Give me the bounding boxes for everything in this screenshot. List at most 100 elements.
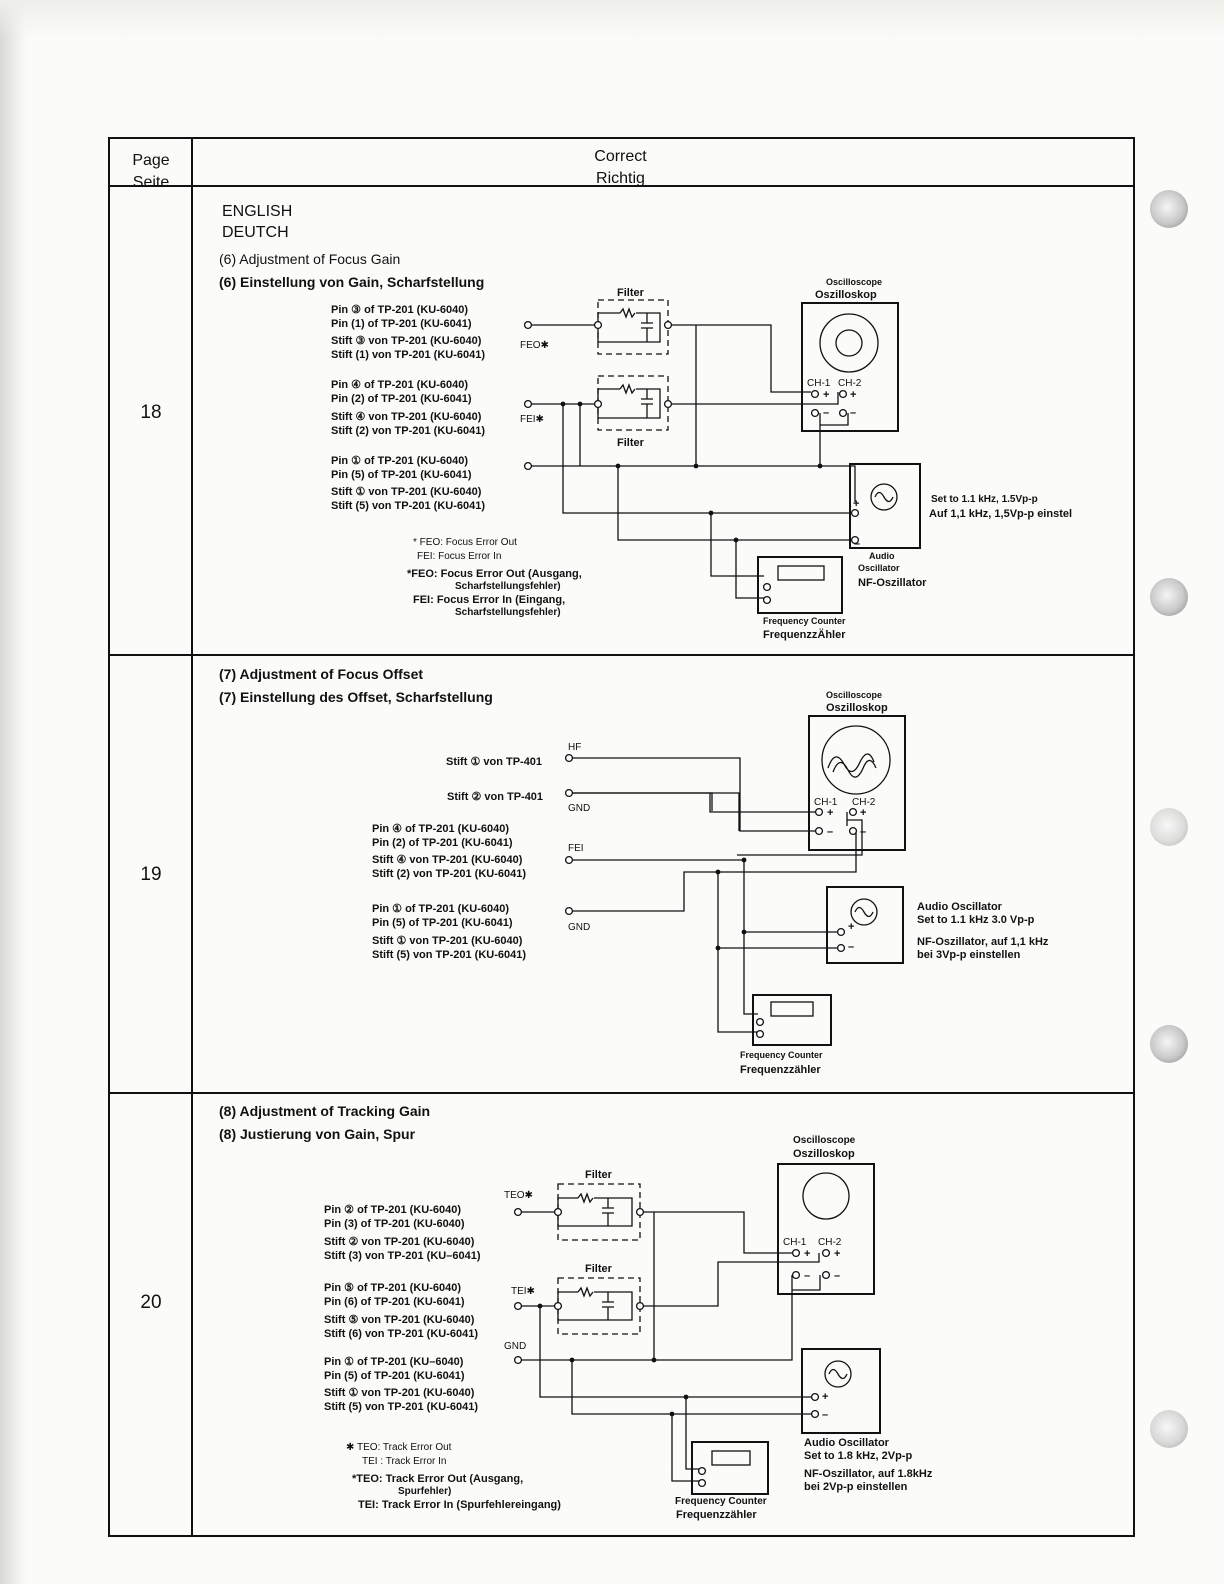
- s18-title-en: (6) Adjustment of Focus Gain: [219, 251, 400, 267]
- s18-counter-en: Frequency Counter: [763, 616, 846, 626]
- s18-filter-lower: [597, 375, 669, 431]
- s20-notes: ✱ TEO: Track Error Out TEI : Track Error…: [346, 1442, 561, 1511]
- capacitor-icon: [641, 313, 653, 342]
- s18-set-de: Auf 1,1 kHz, 1,5Vp-p einstel: [929, 508, 1072, 520]
- resistor-icon: [577, 1192, 594, 1204]
- s19-title-en: (7) Adjustment of Focus Offset: [219, 666, 423, 682]
- svg-text:+: +: [850, 389, 856, 401]
- svg-text:–: –: [823, 407, 829, 419]
- header-correct-en: Correct: [594, 148, 647, 165]
- svg-text:–: –: [860, 826, 866, 838]
- note-line: TEI: Track Error In (Spurfehlereingang): [358, 1499, 561, 1511]
- pin-label: Pin ⑤ of TP-201 (KU-6040): [324, 1282, 461, 1294]
- row-divider: [110, 654, 1133, 656]
- svg-text:+: +: [804, 1248, 810, 1260]
- s18-audio-oscillator: [849, 463, 921, 549]
- s20-set-de2: bei 2Vp-p einstellen: [804, 1481, 908, 1493]
- terminal: [593, 320, 603, 330]
- pin-label: Pin ④ of TP-201 (KU-6040): [331, 379, 468, 391]
- page-number-20: 20: [140, 1292, 162, 1313]
- resistor-icon: [619, 383, 636, 395]
- capacitor-icon: [602, 1198, 614, 1226]
- s19-oscilloscope: [808, 715, 906, 851]
- capacitor-icon: [602, 1292, 614, 1320]
- pin-label: Stift ③ von TP-201 (KU-6040): [331, 335, 482, 347]
- s18-audio-en2: Oscillator: [858, 563, 900, 573]
- svg-text:+: +: [853, 498, 859, 510]
- s18-ch1: CH-1: [807, 378, 831, 389]
- s19-gnd: GND: [568, 803, 590, 814]
- s20-frequency-counter: [691, 1441, 769, 1495]
- pin-label: Pin ③ of TP-201 (KU-6040): [331, 304, 468, 316]
- note-line: * FEO: Focus Error Out: [413, 537, 517, 548]
- pin-label: Stift (5) von TP-201 (KU-6041): [372, 949, 526, 961]
- pin-label: Stift ① von TP-201 (KU-6040): [372, 935, 523, 947]
- s20-wiring: [518, 1211, 821, 1482]
- page-number-19: 19: [140, 864, 162, 885]
- terminal: [523, 320, 533, 330]
- s19-ch1: CH-1: [814, 797, 838, 808]
- row-divider: [110, 185, 1133, 187]
- s18-ch2: CH-2: [838, 378, 862, 389]
- pin-label: Stift (3) von TP-201 (KU–6041): [324, 1250, 481, 1262]
- svg-text:+: +: [848, 921, 854, 933]
- s20-audio-oscillator: [801, 1348, 881, 1434]
- s19-title-de: (7) Einstellung des Offset, Scharfstellu…: [219, 689, 493, 705]
- s19-hf: HF: [568, 742, 581, 753]
- s18-pin-c-labels: Pin ① of TP-201 (KU-6040) Pin (5) of TP-…: [331, 455, 485, 512]
- s18-set-en: Set to 1.1 kHz, 1.5Vp-p: [931, 494, 1038, 505]
- resistor-icon: [619, 307, 636, 319]
- s20-osc-de: Oszilloskop: [793, 1148, 855, 1160]
- page-number-18: 18: [140, 402, 162, 423]
- s19-gnd: GND: [568, 922, 590, 933]
- s20-gnd: GND: [504, 1341, 526, 1352]
- s20-filter-label: Filter: [585, 1263, 613, 1275]
- svg-text:+: +: [860, 807, 866, 819]
- pin-label: Stift (5) von TP-201 (KU-6041): [324, 1401, 478, 1413]
- pin-label: Pin (6) of TP-201 (KU-6041): [324, 1296, 465, 1308]
- svg-text:–: –: [827, 826, 833, 838]
- note-line: TEI : Track Error In: [362, 1456, 446, 1467]
- sine-wave-icon: [854, 906, 874, 918]
- s20-pin-c-labels: Pin ① of TP-201 (KU–6040) Pin (5) of TP-…: [324, 1356, 478, 1413]
- s20-pin-a-labels: Pin ② of TP-201 (KU-6040) Pin (3) of TP-…: [324, 1204, 481, 1262]
- row-divider: [110, 1092, 1133, 1094]
- pin-label: Pin (2) of TP-201 (KU-6041): [372, 837, 513, 849]
- pin-label: Pin ① of TP-201 (KU–6040): [324, 1356, 464, 1368]
- pin-label: Pin (1) of TP-201 (KU-6041): [331, 318, 472, 330]
- s18-counter-de: FrequenzzÄhler: [763, 628, 846, 641]
- pin-label: Stift (6) von TP-201 (KU-6041): [324, 1328, 478, 1340]
- svg-text:–: –: [804, 1270, 810, 1282]
- s18-filter-label: Filter: [617, 437, 645, 449]
- note-line: FEI: Focus Error In: [417, 551, 501, 562]
- note-line: Scharfstellungsfehler): [455, 607, 561, 618]
- s18-feo-label: FEO✱: [520, 340, 549, 351]
- note-line: FEI: Focus Error In (Eingang,: [413, 594, 565, 606]
- s19-set-de2: bei 3Vp-p einstellen: [917, 949, 1021, 961]
- binder-hole-icon: [1150, 808, 1188, 846]
- pin-label: Pin ① of TP-201 (KU-6040): [331, 455, 468, 467]
- s20-osc-en: Oscilloscope: [793, 1135, 856, 1146]
- svg-text:+: +: [822, 1391, 828, 1403]
- pin-label: Pin ④ of TP-201 (KU-6040): [372, 823, 509, 835]
- s18-pin-a-labels: Pin ③ of TP-201 (KU-6040) Pin (1) of TP-…: [331, 304, 485, 361]
- s20-counter-de: Frequenzzähler: [676, 1509, 757, 1521]
- s18-osc-en: Oscilloscope: [826, 277, 882, 287]
- correction-table: [108, 137, 1135, 1537]
- svg-text:–: –: [854, 538, 860, 550]
- s18-osc-de: Oszilloskop: [815, 289, 877, 301]
- header-correct: Correct Richtig: [193, 146, 1048, 190]
- pin-label: Stift ④ von TP-201 (KU-6040): [372, 854, 523, 866]
- note-line: Scharfstellungsfehler): [455, 581, 561, 592]
- note-line: *FEO: Focus Error Out (Ausgang,: [407, 568, 582, 580]
- pin-label: Pin (3) of TP-201 (KU-6040): [324, 1218, 465, 1230]
- s18-filter-label: Filter: [617, 287, 645, 299]
- pin-label: Stift ① von TP-201 (KU-6040): [331, 486, 482, 498]
- s19-gnd-pin: Stift ② von TP-401: [447, 791, 543, 803]
- s19-ch2: CH-2: [852, 797, 876, 808]
- pin-label: Stift (5) von TP-201 (KU-6041): [331, 500, 485, 512]
- svg-text:–: –: [834, 1270, 840, 1282]
- s19-audio-en: Audio Oscillator: [917, 901, 1003, 913]
- s18-notes: * FEO: Focus Error Out FEI: Focus Error …: [407, 537, 582, 618]
- header-page: Page Seite: [110, 150, 192, 194]
